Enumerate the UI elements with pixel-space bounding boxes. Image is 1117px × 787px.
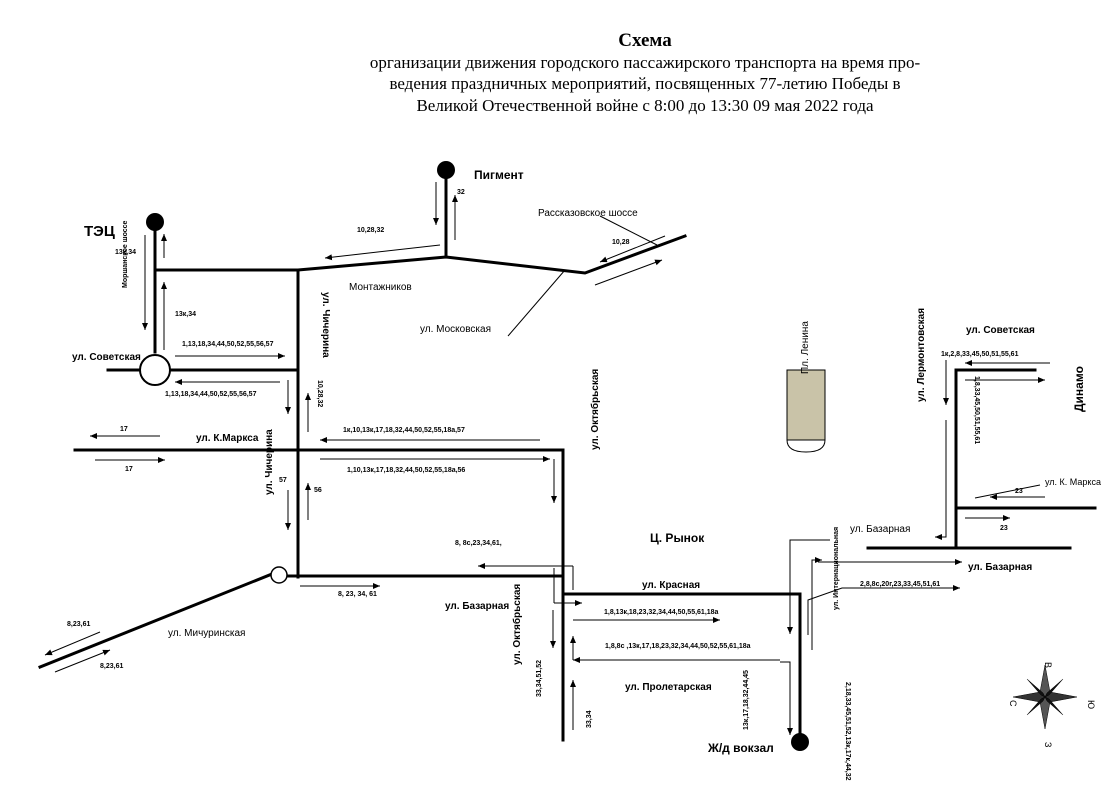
route-label-32: 32 xyxy=(457,189,465,196)
route-label-8-23-61-bottom: 8,23,61 xyxy=(100,663,123,670)
vokzal-terminal-dot xyxy=(791,733,809,751)
route-label-33-34-51-52: 33,34,51,52 xyxy=(536,660,543,697)
route-label-10-28-32-top: 10,28,32 xyxy=(357,227,384,234)
route-label-k-marksa-bottom: 1,10,13к,17,18,32,44,50,52,55,18а,56 xyxy=(347,467,465,474)
route-label-krasnaya-bottom: 1,8,8с ,13к,17,18,23,32,34,44,50,52,55,6… xyxy=(605,643,751,650)
roads xyxy=(38,168,1097,742)
compass-west-label: З xyxy=(1043,742,1053,747)
route-label-13k34-mid: 13к,34 xyxy=(175,311,196,318)
place-tec: ТЭЦ xyxy=(84,223,115,240)
map-subtitle-line-1: организации движения городского пассажир… xyxy=(369,53,921,72)
route-label-8-23-34-61: 8, 23, 34, 61 xyxy=(338,591,377,598)
route-label-8-23-61-top: 8,23,61 xyxy=(67,621,90,628)
map-subtitle-line-2: ведения праздничных мероприятий, посвяще… xyxy=(389,74,901,93)
pigment-terminal-dot xyxy=(437,161,455,179)
route-label-23-bottom: 23 xyxy=(1000,525,1008,532)
route-label-10-28-32-vert: 10,28,32 xyxy=(316,380,323,407)
street-sovetskaya-right: ул. Советская xyxy=(966,325,1035,336)
street-bazarnaya-left: ул. Базарная xyxy=(445,601,509,612)
route-label-23-top: 23 xyxy=(1015,488,1023,495)
place-vokzal: Ж/д вокзал xyxy=(707,741,774,755)
route-label-sovetskaya-bottom: 1,13,18,34,44,50,52,55,56,57 xyxy=(165,391,257,398)
compass-rose xyxy=(1012,664,1078,730)
terminal-markers xyxy=(139,161,809,751)
street-moskovskaya: ул. Московская xyxy=(420,324,491,335)
street-chicherina-top: ул. Чичерина xyxy=(320,292,331,358)
street-k-marksa-right: ул. К. Маркса xyxy=(1045,477,1101,487)
street-proletarskaya: ул. Пролетарская xyxy=(625,682,712,693)
street-bazarnaya-right-2: ул. Базарная xyxy=(968,562,1032,573)
moskovskaya-leader xyxy=(507,269,566,337)
street-lermontovskaya: ул. Лермонтовская xyxy=(916,308,927,402)
route-label-17-left: 17 xyxy=(120,426,128,433)
street-montazhnikov: Монтажников xyxy=(349,282,412,293)
pl-lenina-monument xyxy=(786,369,826,453)
rasskazovskoe-leader xyxy=(599,215,658,246)
place-dinamo: Динамо xyxy=(1072,366,1086,412)
street-bazarnaya-right-1: ул. Базарная xyxy=(850,524,910,535)
compass-east-label: В xyxy=(1043,662,1053,668)
place-pigment: Пигмент xyxy=(474,168,524,182)
street-michurinskaya: ул. Мичуринская xyxy=(168,628,245,639)
route-label-33-34: 33,34 xyxy=(586,710,593,728)
map-title: Схема xyxy=(618,30,672,51)
road-sovetskaya-east xyxy=(954,368,1037,550)
route-label-vokzal-right: 2,18,33,45,51,52,13к,17к,44,32 xyxy=(844,682,851,781)
street-rasskazovskoe: Рассказовское шоссе xyxy=(538,208,638,219)
place-rynok: Ц. Рынок xyxy=(650,531,705,545)
street-k-marksa-left: ул. К.Маркса xyxy=(196,433,259,444)
route-label-13k34-top: 13к,34 xyxy=(115,249,136,256)
road-michurinskaya xyxy=(38,572,274,669)
road-montazhnikov xyxy=(296,234,687,275)
route-label-sovetskaya-top: 1,13,18,34,44,50,52,55,56,57 xyxy=(182,341,274,348)
route-label-56: 56 xyxy=(314,487,322,494)
street-oktyabrskaya-top: ул. Октябрьская xyxy=(589,369,601,450)
street-chicherina-mid: ул. Чичерина xyxy=(264,429,275,495)
roundabout-sovetskaya xyxy=(139,354,171,386)
compass-north-label: С xyxy=(1008,700,1018,707)
route-label-17-right: 17 xyxy=(125,466,133,473)
route-label-57: 57 xyxy=(279,477,287,484)
route-label-sovetskaya-right: 1к,2,8,33,45,50,51,55,61 xyxy=(941,351,1019,358)
street-sovetskaya-left: ул. Советская xyxy=(72,352,141,363)
street-internatsionalnaya: ул. Интернациональная xyxy=(833,527,840,610)
route-label-k-marksa-top: 1к,10,13к,17,18,32,44,50,52,55,18а,57 xyxy=(343,427,465,434)
street-krasnaya: ул. Красная xyxy=(642,580,700,591)
compass-south-label: Ю xyxy=(1086,700,1096,709)
roundabout-michurinskaya xyxy=(270,566,288,584)
map-subtitle-line-3: Великой Отечественной войне с 8:00 до 13… xyxy=(416,96,874,115)
route-arrows xyxy=(44,182,1050,735)
route-label-10-28: 10,28 xyxy=(612,239,630,246)
tec-terminal-dot xyxy=(146,213,164,231)
street-morshanskoe: Моршанское шоссе xyxy=(122,220,129,288)
route-label-krasnaya-top: 1,8,13к,18,23,32,34,44,50,55,61,18а xyxy=(604,609,719,616)
street-oktyabrskaya-bottom: ул. Октябрьская xyxy=(511,584,523,665)
route-label-sovetskaya-right-vert: 1,8,33,45,50,51,55,61 xyxy=(973,376,980,444)
route-label-8-8c: 8, 8с,23,34,61, xyxy=(455,540,502,547)
route-label-bazarnaya-right: 2,8,8с,20г,23,33,45,51,61 xyxy=(860,581,940,588)
k-marksa-east-leader xyxy=(974,484,1041,499)
route-label-vokzal-left: 13к,17,18,32,44,45 xyxy=(743,670,750,730)
place-pl-lenina: Пл. Ленина xyxy=(800,321,811,374)
